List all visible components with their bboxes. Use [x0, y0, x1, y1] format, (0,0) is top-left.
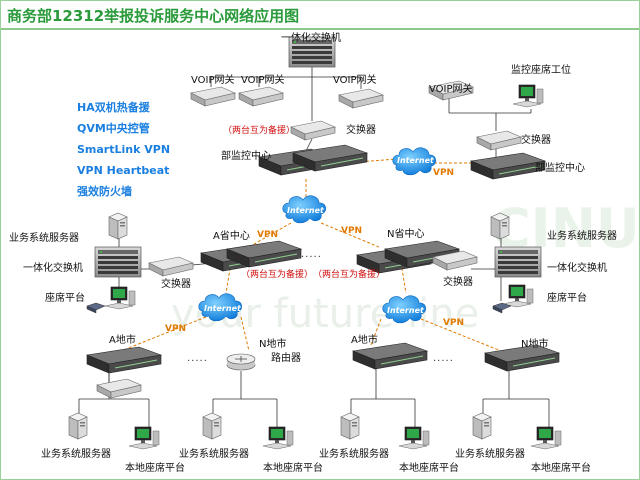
- label-hq-center-right: 部监控中心: [535, 163, 585, 174]
- vpn-links: [125, 158, 502, 352]
- label-n-province: N省中心: [387, 229, 425, 240]
- feature-item: HA双机热备援: [77, 101, 150, 114]
- agent-platform-left: [104, 286, 136, 310]
- label-monitor-ws: 监控座席工位: [511, 65, 571, 76]
- label-vpn-n: VPN: [341, 226, 363, 236]
- label-internet-left: Internet: [204, 304, 241, 313]
- label-b-server-4: 业务系统服务器: [455, 449, 525, 460]
- feature-item: QVM中央控管: [77, 122, 150, 135]
- firewall-city-a-1: [86, 346, 162, 374]
- switch-city-a-1: [96, 378, 142, 399]
- label-a-city-1: A地市: [109, 335, 136, 346]
- title-divider: [1, 28, 639, 30]
- firewall-hq-right: [470, 152, 546, 180]
- label-switch-left: 交换器: [161, 279, 191, 290]
- feature-item: VPN Heartbeat: [77, 164, 170, 177]
- label-hq-center: 部监控中心: [221, 151, 271, 162]
- label-vpn-bl: VPN: [165, 324, 187, 334]
- b-server-3: [340, 412, 360, 440]
- page-title: 商务部12312举报投诉服务中心网络应用图: [7, 7, 300, 25]
- switch-right: [476, 130, 522, 151]
- label-b-server-3: 业务系统服务器: [319, 449, 389, 460]
- label-pbx-right: 一体化交换机: [547, 263, 607, 274]
- label-router: 路由器: [271, 353, 301, 364]
- monitor-workstation: [512, 84, 544, 108]
- switch-top: [290, 120, 336, 141]
- router: [226, 353, 256, 371]
- b-agent-1: [128, 426, 160, 450]
- b-agent-2: [262, 426, 294, 450]
- label-voip-1: VOIP网关: [191, 75, 235, 86]
- voip-gateway-3: [338, 88, 384, 109]
- pbx-right: [494, 246, 542, 278]
- b-server-2: [202, 412, 222, 440]
- label-switch-right: 交换器: [521, 135, 551, 146]
- label-vpn-br: VPN: [443, 318, 465, 328]
- b-server-1: [68, 412, 88, 440]
- feature-item: SmartLink VPN: [77, 143, 171, 156]
- b-agent-3: [398, 426, 430, 450]
- network-links: [78, 63, 550, 429]
- voip-gateway-1: [190, 86, 236, 107]
- label-dots-br: .....: [433, 353, 454, 364]
- label-switch-top: 交换器: [346, 125, 376, 136]
- label-internet-top: Internet: [397, 156, 434, 165]
- agent-platform-right: [502, 284, 534, 308]
- label-n-city-2: N地市: [521, 339, 549, 350]
- label-b-agent-4: 本地座席平台: [531, 463, 591, 474]
- phone-left: [86, 302, 106, 314]
- label-b-agent-1: 本地座席平台: [125, 463, 185, 474]
- label-ha-top: （两台互为备援）: [223, 126, 296, 136]
- label-pbx-left: 一体化交换机: [23, 263, 83, 274]
- label-internet-mid: Internet: [287, 206, 324, 215]
- label-pbx-top: 一体化交换机: [281, 33, 341, 44]
- b-server-4: [472, 412, 492, 440]
- label-n-city-1: N地市: [259, 339, 287, 350]
- label-b-agent-2: 本地座席平台: [263, 463, 323, 474]
- label-voip-2: VOIP网关: [241, 75, 285, 86]
- label-internet-right: Internet: [387, 306, 424, 315]
- label-a-province: A省中心: [213, 231, 250, 242]
- label-server-right: 业务系统服务器: [547, 231, 617, 242]
- label-dots-bl: .....: [187, 353, 208, 364]
- voip-gateway-2: [238, 86, 284, 107]
- label-a-city-2: A地市: [351, 335, 378, 346]
- label-vpn-top: VPN: [433, 168, 455, 178]
- label-vpn-a: VPN: [257, 230, 279, 240]
- label-ha-a: （两台互为备援）: [241, 270, 314, 280]
- label-server-left: 业务系统服务器: [9, 233, 79, 244]
- label-dots-mid: .....: [301, 249, 322, 260]
- label-b-agent-3: 本地座席平台: [399, 463, 459, 474]
- label-b-server-1: 业务系统服务器: [41, 449, 111, 460]
- pbx-left: [94, 246, 142, 278]
- switch-left: [148, 256, 194, 277]
- b-agent-4: [530, 426, 562, 450]
- feature-list: HA双机热备援 QVM中央控管 SmartLink VPN VPN Heartb…: [77, 97, 187, 202]
- label-agent-left: 座席平台: [45, 293, 85, 304]
- server-right: [490, 212, 510, 240]
- label-agent-right: 座席平台: [547, 293, 587, 304]
- server-left: [108, 212, 128, 240]
- label-b-server-2: 业务系统服务器: [179, 449, 249, 460]
- label-voip-3: VOIP网关: [333, 75, 377, 86]
- feature-item: 强效防火墙: [77, 185, 132, 198]
- label-switch-n: 交换器: [443, 277, 473, 288]
- label-ha-n: （两台互为备援）: [313, 270, 386, 280]
- label-voip-right: VOIP网关: [429, 84, 473, 95]
